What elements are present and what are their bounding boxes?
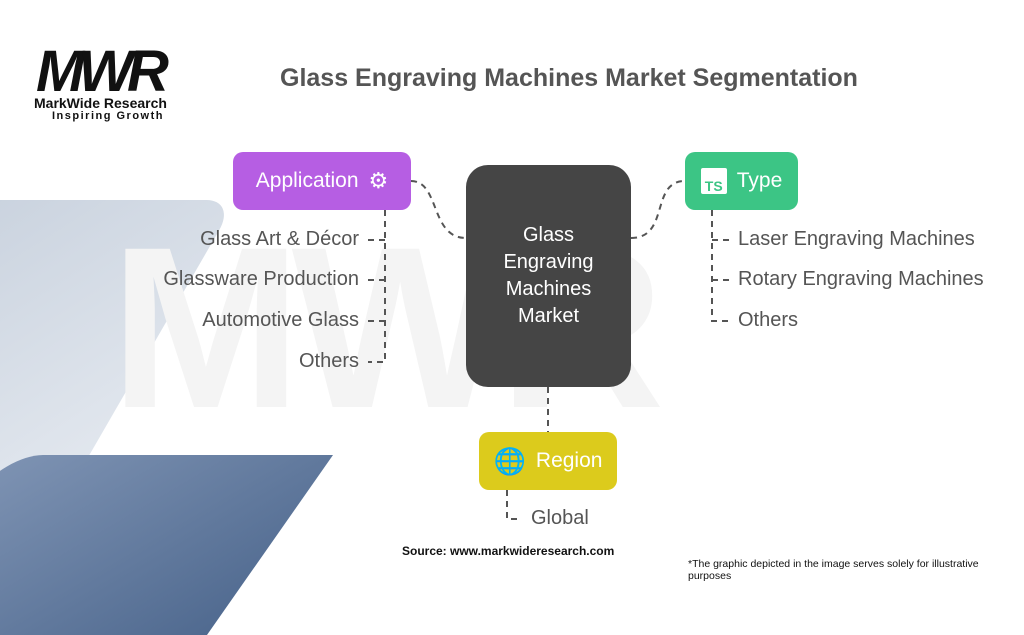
globe-icon: 🌐 [493,445,526,476]
type-item: Others [738,309,799,331]
application-item: Others [298,350,359,372]
application-item: Glass Art & Décor [200,228,359,250]
connectors [368,180,730,520]
application-label: Application [255,169,359,192]
machine-icon: ⚙ [368,168,389,193]
type-item: Rotary Engraving Machines [738,268,984,290]
center-label: Glass Engraving Machines Market [503,224,594,327]
type-node: TS Type [685,152,798,210]
page-title: Glass Engraving Machines Market Segmenta… [280,64,858,92]
region-label: Region [535,449,603,472]
region-item: Global [531,507,589,529]
region-node: 🌐 Region [479,432,617,490]
logo-tagline: Inspiring Growth [52,110,164,122]
ts-icon: TS [700,168,727,194]
type-label: Type [736,169,783,192]
type-item: Laser Engraving Machines [738,228,975,250]
disclaimer: *The graphic depicted in the image serve… [688,558,979,582]
application-item: Automotive Glass [202,309,359,331]
source-text: Source: www.markwideresearch.com [402,544,615,558]
logo-mark: MWR [36,39,169,104]
application-item: Glassware Production [163,268,359,290]
center-node: Glass Engraving Machines Market [466,165,631,387]
application-node: Application ⚙ [233,152,411,210]
logo-name: MarkWide Research [34,95,167,111]
